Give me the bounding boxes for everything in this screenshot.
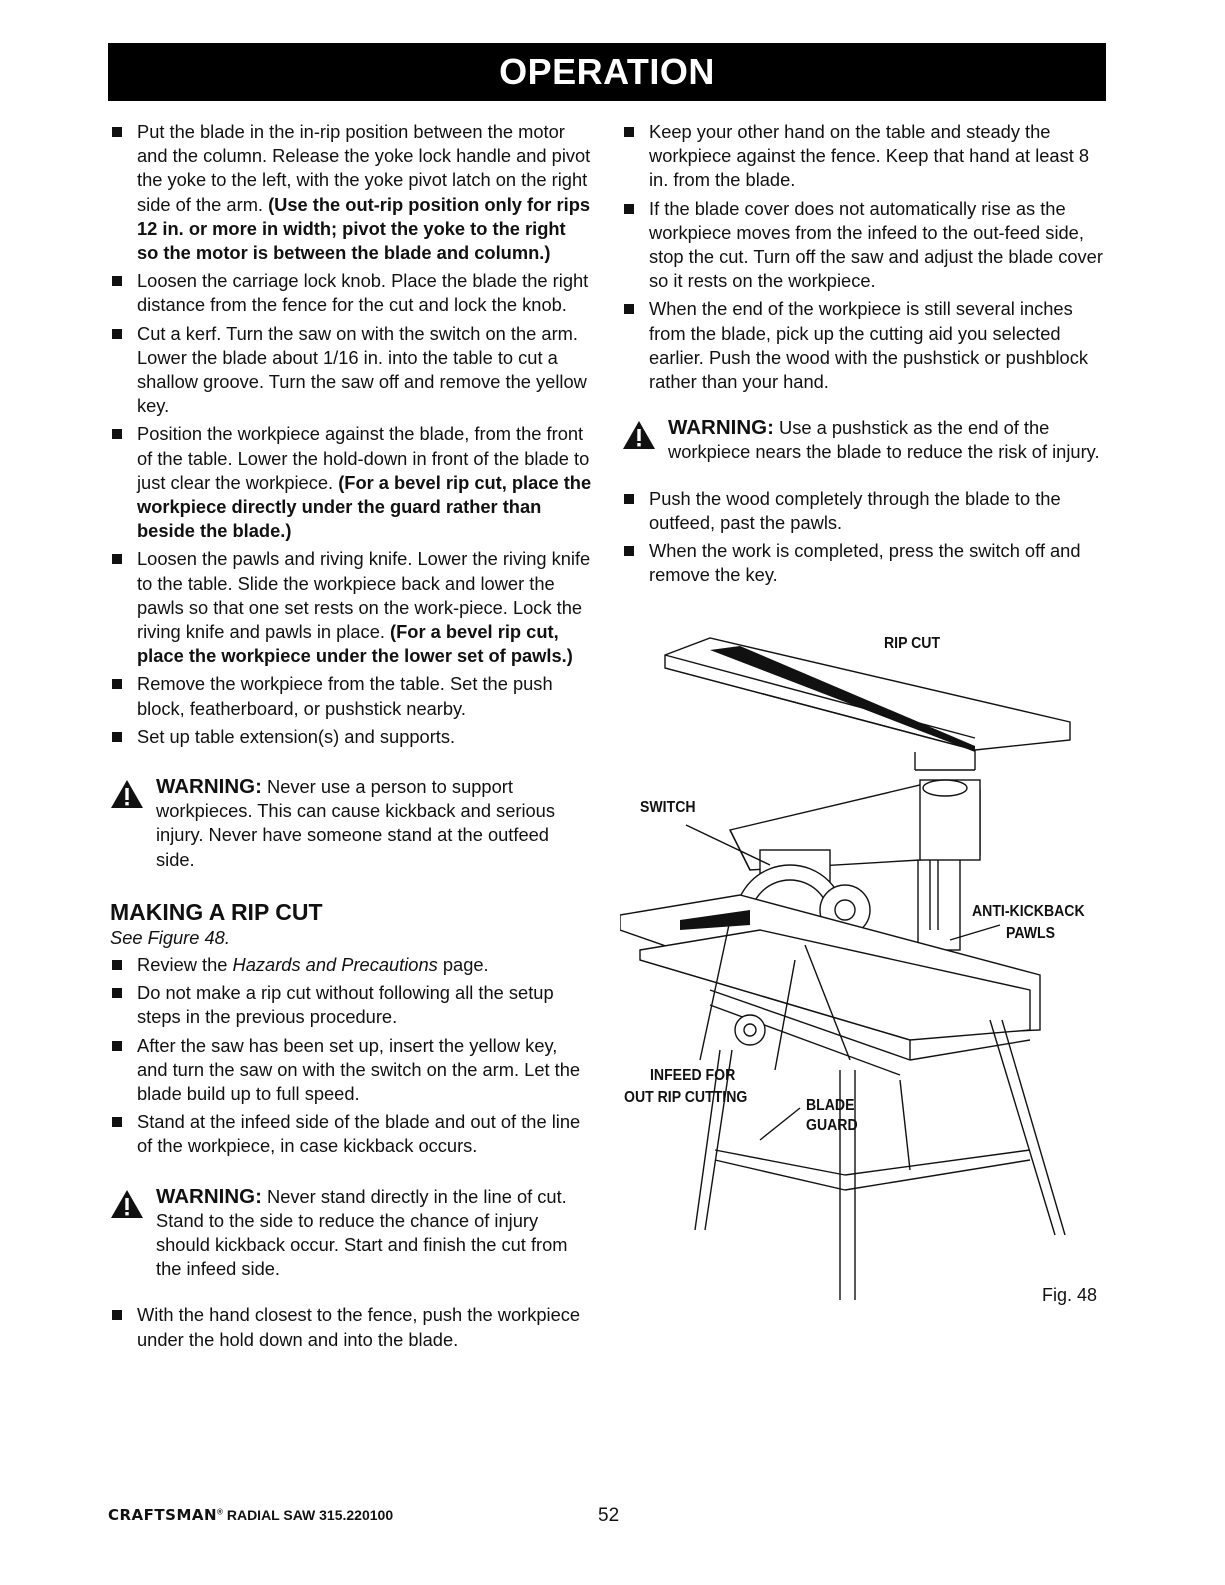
item-text: Do not make a rip cut without following … [137,982,554,1028]
item-text: Review the [137,953,233,975]
switch-label: SWITCH [640,799,696,816]
list-item: Do not make a rip cut without following … [110,981,592,1029]
rip-cut-label: RIP CUT [884,635,941,652]
item-text: Set up table extension(s) and supports. [137,725,456,747]
item-text: Put the blade in the in-rip position bet… [137,121,591,215]
page-number: 52 [598,1505,620,1526]
list-item: When the work is completed, press the sw… [622,539,1108,587]
model-text: RADIAL SAW 315.220100 [222,1507,394,1523]
warning-text: Never stand directly in the line of cut.… [156,1185,568,1280]
item-text: Push the wood completely through the bla… [649,487,1061,533]
section-title: MAKING A RIP CUT [110,898,323,925]
pawls-label: PAWLS [1006,925,1056,942]
out-rip-cutting-label: OUT RIP CUTTING [624,1089,748,1106]
list-item: With the hand closest to the fence, push… [110,1303,586,1351]
finish-steps-list: Push the wood completely through the bla… [622,487,1108,588]
warning-block: WARNING: Use a pushstick as the end of t… [622,416,1108,464]
list-item: Review the Hazards and Precautions page. [110,953,592,977]
left-column: Put the blade in the in-rip position bet… [110,120,592,1356]
figure-number: Fig. 48 [1042,1285,1098,1305]
list-item: Loosen the carriage lock knob. Place the… [110,269,592,317]
list-item: After the saw has been set up, insert th… [110,1034,592,1107]
item-text: Keep your other hand on the table and st… [649,121,1090,191]
warning-icon [111,780,143,809]
warning-text: Never use a person to support workpieces… [156,776,555,870]
warning-label: WARNING: [156,1184,262,1208]
see-figure-note: See Figure 48. [110,926,230,948]
item-bold-text: (Use the out-rip position only for rips … [137,193,591,264]
right-column: Keep your other hand on the table and st… [622,120,1108,591]
list-item: Stand at the infeed side of the blade an… [110,1110,592,1158]
item-text: If the blade cover does not automaticall… [649,197,1103,292]
item-text: When the end of the workpiece is still s… [649,298,1088,393]
setup-steps-list: Put the blade in the in-rip position bet… [110,120,592,749]
list-item: When the end of the workpiece is still s… [622,297,1108,394]
rip-cut-section: MAKING A RIP CUT See Figure 48. Review t… [110,898,592,1159]
warning-block: WARNING: Never stand directly in the lin… [110,1185,586,1282]
infeed-label: INFEED FOR [650,1067,736,1084]
blade-label: BLADE [806,1097,855,1114]
warning-icon [111,1189,143,1218]
item-text: Loosen the carriage lock knob. Place the… [137,270,589,316]
warning-text: Use a pushstick as the end of the workpi… [668,417,1100,463]
item-bold-text: (For a bevel rip cut, place the workpiec… [137,471,592,542]
radial-saw-figure: RIP CUT SWITCH ANTI-KICKBACK PAWLS INFEE… [620,630,1110,1310]
registered-mark: ® [217,1507,223,1517]
item-text: When the work is completed, press the sw… [649,540,1081,586]
footer-brand: CRAFTSMAN® RADIAL SAW 315.220100 [108,1506,393,1524]
item-text: With the hand closest to the fence, push… [137,1304,581,1350]
list-item: Set up table extension(s) and supports. [110,725,592,749]
hazards-reference: Hazards and Precautions [232,953,438,975]
final-steps-list: With the hand closest to the fence, push… [110,1303,586,1351]
item-text: Remove the workpiece from the table. Set… [137,673,553,719]
guard-label: GUARD [806,1117,858,1134]
item-text: page. [437,953,489,975]
list-item: Push the wood completely through the bla… [622,487,1108,535]
list-item: Put the blade in the in-rip position bet… [110,120,592,265]
cutting-steps-list: Keep your other hand on the table and st… [622,120,1108,394]
list-item: Remove the workpiece from the table. Set… [110,672,592,720]
list-item: Cut a kerf. Turn the saw on with the swi… [110,322,592,419]
anti-kickback-label: ANTI-KICKBACK [972,903,1085,920]
item-text: Position the workpiece against the blade… [137,423,590,493]
item-text: Stand at the infeed side of the blade an… [137,1111,581,1157]
warning-block: WARNING: Never use a person to support w… [110,775,586,872]
warning-label: WARNING: [668,416,774,440]
radial-saw-illustration [620,637,1071,1300]
list-item: If the blade cover does not automaticall… [622,197,1108,294]
item-text: Cut a kerf. Turn the saw on with the swi… [137,322,587,417]
list-item: Keep your other hand on the table and st… [622,120,1108,193]
item-bold-text: (For a bevel rip cut, place the workpiec… [137,621,573,667]
list-item: Position the workpiece against the blade… [110,422,592,543]
list-item: Loosen the pawls and riving knife. Lower… [110,547,592,668]
brand-logo: CRAFTSMAN [108,1506,218,1524]
rip-cut-steps-list: Review the Hazards and Precautions page.… [110,953,592,1159]
item-text: Loosen the pawls and riving knife. Lower… [137,548,591,643]
item-text: After the saw has been set up, insert th… [137,1034,581,1104]
warning-label: WARNING: [156,775,262,799]
page-header: OPERATION [108,43,1106,101]
warning-icon [623,421,655,450]
